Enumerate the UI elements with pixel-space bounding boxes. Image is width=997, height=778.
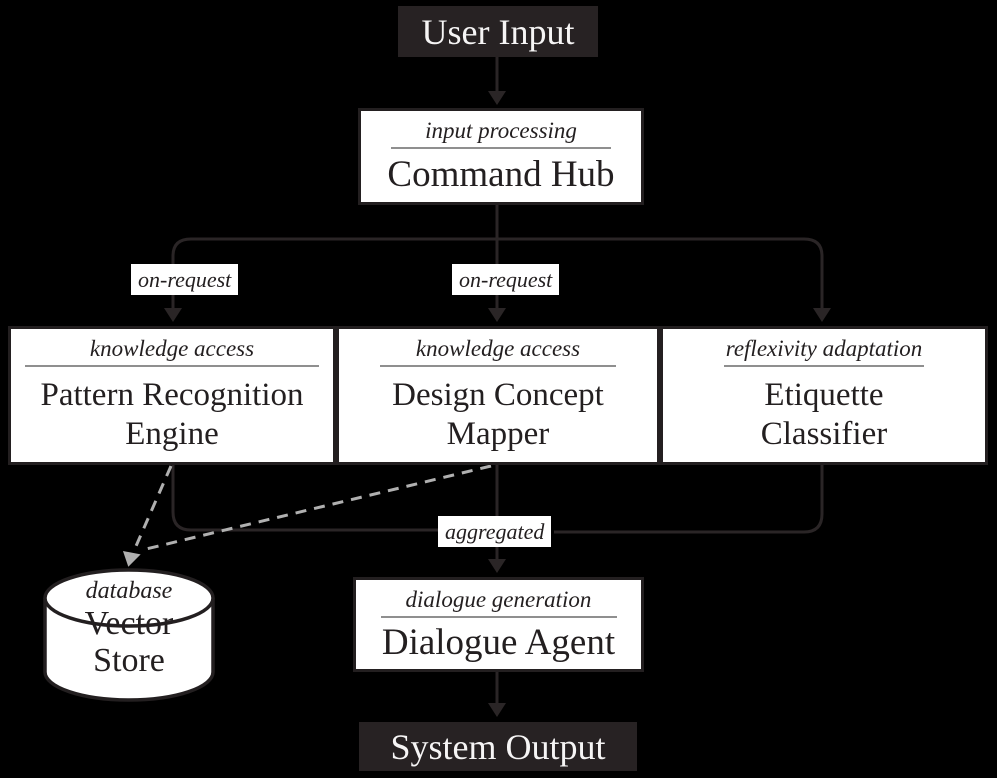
cylinder-top-ellipse	[43, 568, 215, 628]
node-system-output: System Output	[359, 722, 637, 771]
edge-label-on-request-center: on-request	[452, 264, 560, 295]
arrowhead-into-command-hub	[488, 91, 506, 105]
arrowhead-into-system-output	[488, 703, 506, 717]
vector-store-label-line1: Vector	[84, 605, 174, 642]
stereotype-rule	[724, 365, 924, 367]
dialogue-agent-label: Dialogue Agent	[381, 622, 616, 664]
edge-command-hub-branch	[171, 205, 824, 308]
command-hub-label: Command Hub	[387, 154, 615, 196]
arrowhead-into-pattern-engine	[164, 308, 182, 322]
vector-store-stereotype: database	[85, 578, 173, 604]
node-command-hub: input processing Command Hub	[358, 108, 644, 205]
edge-label-aggregated: aggregated	[438, 516, 552, 547]
user-input-label: User Input	[421, 11, 575, 52]
dialogue-agent-stereotype: dialogue generation	[405, 587, 592, 612]
edge-label-on-request-left: on-request	[131, 264, 239, 295]
etiquette-classifier-stereotype: reflexivity adaptation	[725, 336, 923, 361]
arrowhead-into-etiquette-classifier	[813, 308, 831, 322]
node-design-concept-mapper: knowledge access Design Concept Mapper	[336, 326, 660, 465]
stereotype-rule	[380, 365, 616, 367]
node-dialogue-agent: dialogue generation Dialogue Agent	[353, 577, 644, 672]
stereotype-rule	[391, 147, 611, 149]
stereotype-rule	[25, 365, 319, 367]
edge-concept-mapper-to-vector-store	[141, 464, 492, 552]
node-etiquette-classifier: reflexivity adaptation Etiquette Classif…	[660, 326, 988, 465]
arrowhead-into-dialogue-agent	[488, 559, 506, 573]
command-hub-stereotype: input processing	[425, 118, 577, 143]
etiquette-classifier-label: Etiquette Classifier	[760, 377, 888, 452]
stereotype-rule	[380, 616, 617, 618]
node-pattern-recognition-engine: knowledge access Pattern Recognition Eng…	[8, 326, 336, 465]
vector-store-label-line2: Store	[93, 642, 165, 679]
concept-mapper-stereotype: knowledge access	[415, 336, 581, 361]
system-output-label: System Output	[390, 726, 606, 767]
node-user-input: User Input	[398, 6, 598, 57]
arrowhead-into-vector-store	[122, 551, 141, 567]
pattern-engine-label: Pattern Recognition Engine	[40, 377, 304, 452]
arrowhead-into-concept-mapper	[488, 308, 506, 322]
concept-mapper-label: Design Concept Mapper	[392, 377, 604, 452]
edge-pattern-engine-to-vector-store	[131, 465, 173, 554]
node-vector-store: database Vector Store	[45, 577, 213, 679]
pattern-engine-stereotype: knowledge access	[89, 336, 255, 361]
